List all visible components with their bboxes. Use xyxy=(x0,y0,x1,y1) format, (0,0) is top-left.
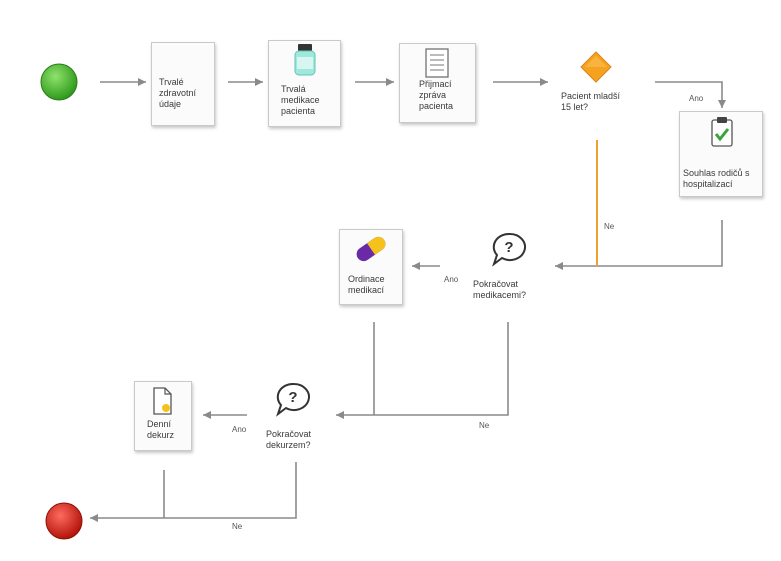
decision-label-pokracovat-medikaci: Pokračovat medikacemi? xyxy=(473,279,527,300)
node-label: Přijmací zpráva pacienta xyxy=(419,79,454,111)
node-label: Souhlas rodičů s hospitalizací xyxy=(683,168,750,189)
edge-label-ne: Ne xyxy=(479,421,490,430)
decision-diamond-icon xyxy=(580,51,612,83)
node-label: Trvalé zdravotní údaje xyxy=(159,77,197,109)
node-prijmaci-zprava[interactable]: Přijmací zpráva pacienta xyxy=(399,43,476,123)
node-label: Denní dekurz xyxy=(147,419,175,440)
node-label: Trvalá medikace pacienta xyxy=(281,84,320,116)
decision-label-pacient: Pacient mladší 15 let? xyxy=(561,91,621,112)
node-label: Ordinace medikací xyxy=(348,274,385,295)
svg-text:?: ? xyxy=(288,389,297,406)
clipboard-check-icon xyxy=(711,117,733,147)
edge-label-ano: Ano xyxy=(444,275,459,284)
pill-capsule-icon xyxy=(356,236,386,262)
decision-label-pokracovat-dekurzem: Pokračovat dekurzem? xyxy=(266,429,312,450)
edge-souhlas-to-pokracovat xyxy=(555,220,723,270)
end-event xyxy=(45,502,83,540)
edge-label-ano: Ano xyxy=(232,425,247,434)
edge-pokracovat-ne xyxy=(336,322,509,419)
node-trvala-medikace[interactable]: Trvalá medikace pacienta xyxy=(268,40,341,127)
node-trvale-udaje[interactable]: Trvalé zdravotní údaje xyxy=(151,42,215,126)
question-bubble-icon: ? xyxy=(276,382,310,417)
node-ordinace-medikaci[interactable]: Ordinace medikací xyxy=(339,229,403,305)
svg-text:?: ? xyxy=(504,239,513,256)
edge-label-ne: Ne xyxy=(232,522,243,531)
node-denni-dekurz[interactable]: Denní dekurz xyxy=(134,381,192,451)
medicine-bottle-icon xyxy=(294,44,316,76)
edge-dekurz-ne xyxy=(90,462,297,522)
edge-label-ano: Ano xyxy=(689,94,704,103)
document-icon xyxy=(153,387,172,415)
start-event xyxy=(40,63,78,101)
question-bubble-icon: ? xyxy=(492,232,526,267)
edge-decision-to-souhlas xyxy=(655,81,726,108)
report-list-icon xyxy=(425,48,449,78)
node-souhlas-rodicu[interactable]: Souhlas rodičů s hospitalizací xyxy=(679,111,763,197)
edge-label-ne: Ne xyxy=(604,222,615,231)
